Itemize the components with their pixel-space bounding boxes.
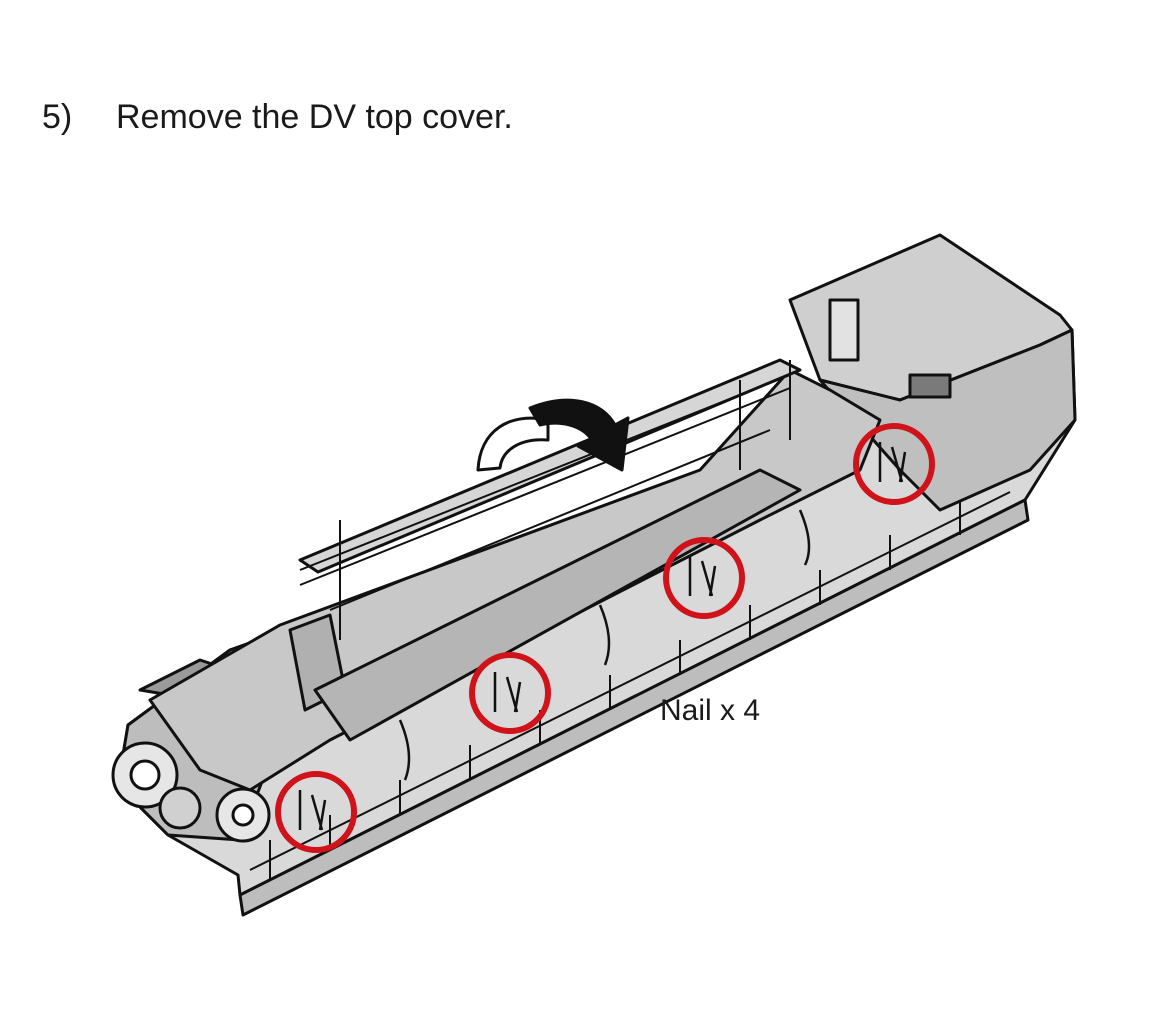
rotate-arrow-icon (476, 398, 630, 472)
step-text: Remove the DV top cover. (116, 98, 513, 136)
dv-top-cover (148, 358, 882, 792)
nail-marker-4 (853, 423, 935, 505)
nail-marker-3 (663, 537, 745, 619)
drive-gear-left (111, 741, 202, 830)
nail-count-callout: Nail x 4 (660, 694, 761, 727)
step-instruction: 5) Remove the DV top cover. (42, 100, 513, 134)
nail-marker-2 (469, 652, 551, 734)
drive-gear-right (215, 787, 271, 843)
unit-right-end (788, 233, 1077, 512)
step-number: 5) (42, 98, 73, 136)
nail-marker-1 (275, 771, 357, 853)
